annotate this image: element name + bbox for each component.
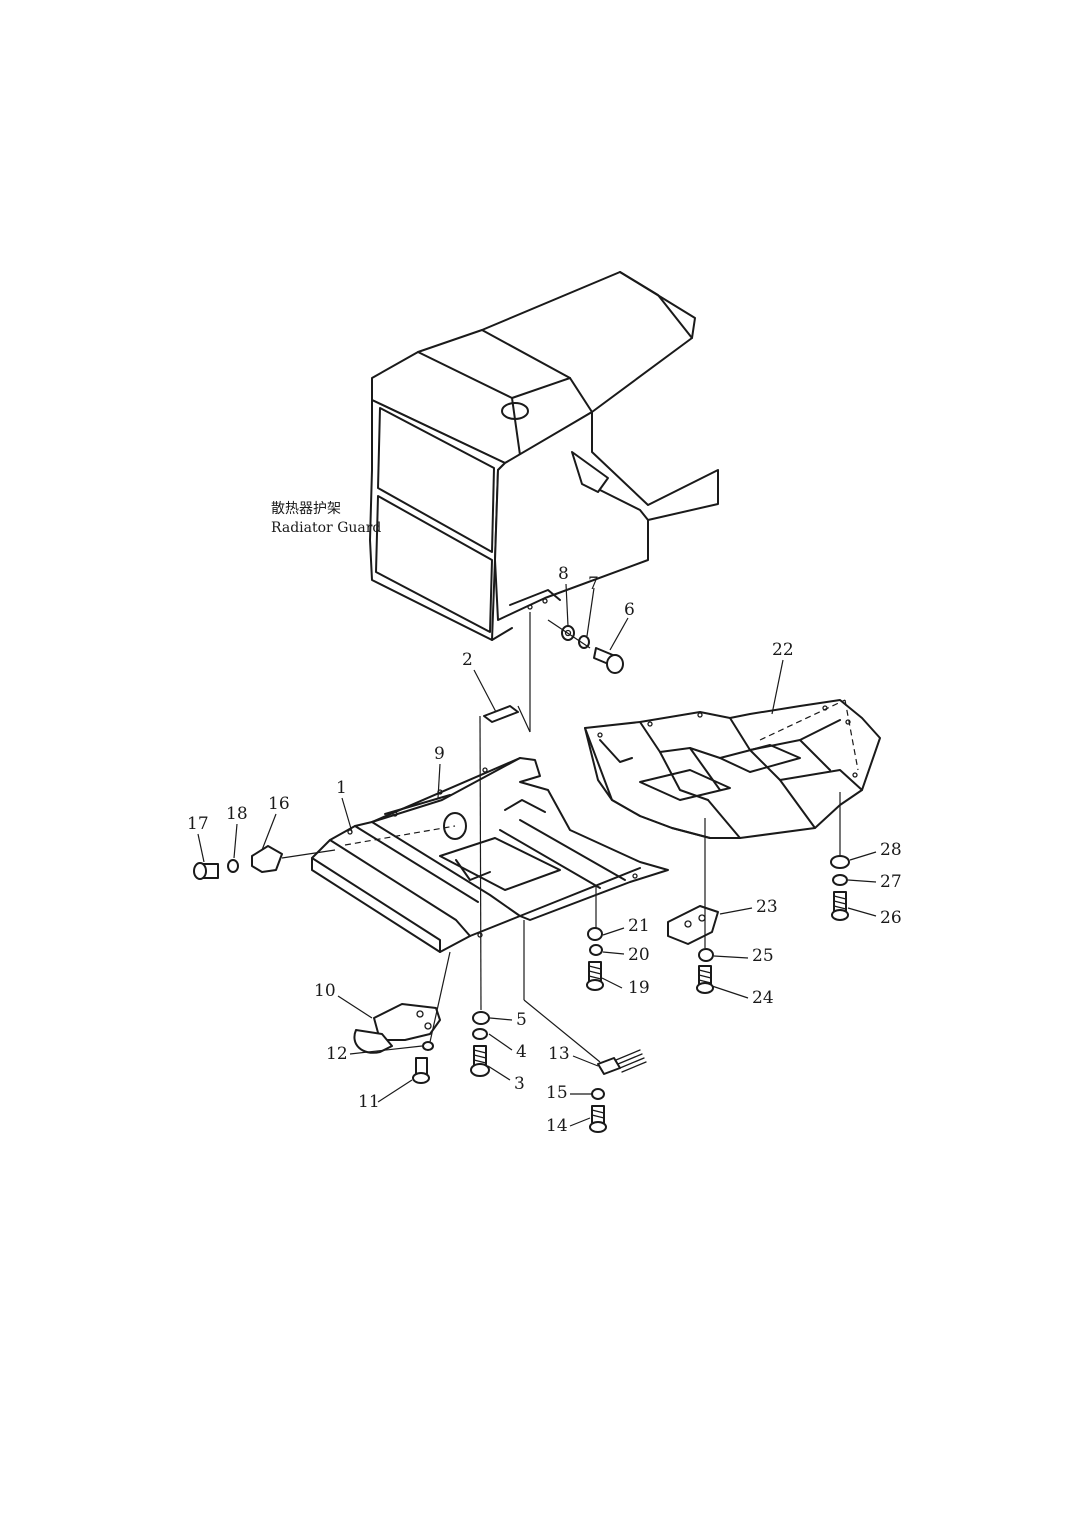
part-number-11: 11 xyxy=(358,1092,380,1112)
part-number-3: 3 xyxy=(514,1074,525,1094)
clip-13-drawing xyxy=(597,1049,647,1075)
part-number-17: 17 xyxy=(187,814,209,834)
bracket-2-drawing xyxy=(483,705,519,723)
part-number-5: 5 xyxy=(516,1010,527,1030)
bolt-11-drawing xyxy=(412,1057,430,1084)
part-number-18: 18 xyxy=(226,804,248,824)
part-number-1: 1 xyxy=(336,778,347,798)
part-number-9: 9 xyxy=(434,744,445,764)
washer-27-drawing xyxy=(832,874,848,886)
part-number-27: 27 xyxy=(880,872,902,892)
bolt-17-drawing xyxy=(193,862,219,880)
part-number-23: 23 xyxy=(756,897,778,917)
washer-18-drawing xyxy=(227,859,239,873)
washer-5-drawing xyxy=(472,1011,490,1025)
part-number-19: 19 xyxy=(628,978,650,998)
bolt-14-drawing xyxy=(589,1105,607,1133)
part-number-22: 22 xyxy=(772,640,794,660)
part-number-12: 12 xyxy=(326,1044,348,1064)
part-number-26: 26 xyxy=(880,908,902,928)
plate-23-drawing xyxy=(667,905,719,945)
part-number-25: 25 xyxy=(752,946,774,966)
radiator-guard-drawing xyxy=(369,271,719,641)
washer-15-drawing xyxy=(591,1088,605,1100)
part-number-7: 7 xyxy=(588,574,599,594)
bolt-24-drawing xyxy=(696,965,714,994)
washer-20-drawing xyxy=(589,944,603,956)
part-number-4: 4 xyxy=(516,1042,527,1062)
part-number-16: 16 xyxy=(268,794,290,814)
part-number-6: 6 xyxy=(624,600,635,620)
washer-28-drawing xyxy=(830,855,850,869)
base-frame-drawing xyxy=(311,757,669,953)
part-number-15: 15 xyxy=(546,1083,568,1103)
part-number-28: 28 xyxy=(880,840,902,860)
bolt-19-drawing xyxy=(586,961,604,991)
radiator-guard-label-en: Radiator Guard xyxy=(271,520,382,536)
bolt-6-drawing xyxy=(593,647,624,674)
washer-12-drawing xyxy=(422,1041,434,1051)
part-number-24: 24 xyxy=(752,988,774,1008)
part-number-10: 10 xyxy=(314,981,336,1001)
part-number-14: 14 xyxy=(546,1116,568,1136)
radiator-guard-label-cn: 散热器护架 xyxy=(271,501,341,517)
bolt-26-drawing xyxy=(831,891,849,921)
washer-21-drawing xyxy=(587,927,603,941)
part-number-8: 8 xyxy=(558,564,569,584)
hook-10-drawing xyxy=(353,1003,441,1054)
grommet-16-drawing xyxy=(251,845,283,873)
part-number-20: 20 xyxy=(628,945,650,965)
washer-25-drawing xyxy=(698,948,714,962)
part-number-21: 21 xyxy=(628,916,650,936)
bolt-3-drawing xyxy=(470,1045,490,1077)
part-number-13: 13 xyxy=(548,1044,570,1064)
washer-4-drawing xyxy=(472,1028,488,1040)
radiator-guard-label: 散热器护架 Radiator Guard xyxy=(271,500,381,538)
part-number-2: 2 xyxy=(462,650,473,670)
underguard-drawing xyxy=(584,699,881,839)
